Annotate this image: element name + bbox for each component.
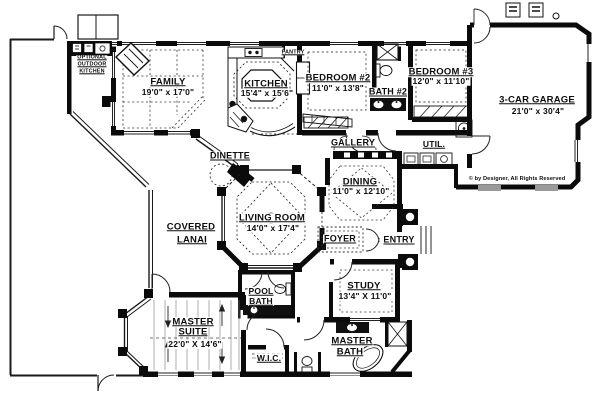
label-master-suite-dims: 22'0" X 14'6" [167, 338, 223, 349]
label-pool-bath-2: BATH [248, 295, 274, 306]
label-dinette: DINETTE [209, 150, 251, 161]
label-dining-dims: 11'0" x 12'10" [331, 185, 391, 196]
label-bedroom2: BEDROOM #2 [304, 72, 372, 84]
family-room-detail [114, 42, 206, 129]
shower-icon [387, 321, 408, 347]
label-gallery: GALLERY [329, 137, 377, 148]
ceiling-octagon [236, 181, 306, 255]
shower-icon [376, 43, 399, 61]
label-wic: W.I.C. [255, 352, 283, 363]
ceiling-grid [122, 49, 206, 129]
washer-icon [403, 152, 419, 166]
label-kitchen: KITCHEN [243, 78, 289, 90]
tub-platform [390, 348, 412, 374]
label-outdoor-kitchen-2: OUTDOOR [76, 61, 108, 68]
label-lanai-1: COVERED [165, 221, 217, 233]
column-icon [505, 2, 521, 18]
garage-walls [456, 22, 592, 190]
fireplace-icon [114, 42, 151, 76]
label-bedroom3: BEDROOM #3 [407, 66, 475, 78]
closet [303, 116, 349, 129]
gallery-detail [344, 152, 392, 158]
ceiling-octagon [328, 165, 395, 221]
label-master-bath-2: BATH [335, 346, 365, 358]
lanai-boundary [9, 14, 153, 392]
label-dining: DINING [341, 176, 379, 188]
label-pantry: PANTRY [280, 49, 306, 56]
column-icon [552, 12, 560, 20]
copyright-text: © by Designer, All Rights Reserved [468, 176, 566, 183]
label-pool-bath-1: POOL [247, 285, 275, 296]
column-icon [528, 2, 544, 18]
ceiling-arrows [164, 303, 226, 365]
pool-bath-detail [243, 282, 292, 315]
foyer-entry-detail [317, 209, 432, 270]
label-study: STUDY [346, 280, 382, 292]
vanity [370, 98, 406, 111]
label-family-dims: 19'0" x 17'0" [140, 86, 196, 97]
label-bath2: BATH #2 [367, 86, 409, 97]
label-master-suite-2: SUITE [177, 326, 209, 338]
bath2-detail [370, 43, 406, 111]
laundry-sink [435, 152, 453, 166]
table [209, 163, 233, 187]
bedroom3-detail [413, 49, 469, 118]
garage-door [478, 185, 501, 191]
garage-door [535, 185, 558, 191]
door-arcs [151, 8, 491, 348]
label-living-room: LIVING ROOM [237, 212, 307, 224]
util-detail [403, 119, 473, 166]
toilet-icon [374, 63, 393, 78]
vanity [243, 305, 291, 315]
master-suite-detail [118, 289, 241, 375]
label-garage: 3-CAR GARAGE [498, 94, 576, 106]
outdoor-kitchen-detail [70, 41, 112, 56]
study-detail [339, 269, 393, 313]
label-util: UTIL. [421, 138, 447, 149]
living-room-detail [217, 165, 326, 272]
master-bay-windows [123, 295, 152, 372]
label-family: FAMILY [149, 76, 187, 88]
ceiling-octagon [233, 61, 291, 109]
label-study-dims: 13'4" X 11'0" [337, 290, 393, 301]
column-icon [402, 209, 418, 270]
label-outdoor-kitchen-1: OPTIONAL [76, 54, 108, 61]
bar-counter [249, 126, 296, 137]
water-heater-icon [455, 119, 473, 138]
range-icon [244, 48, 263, 57]
dryer-icon [419, 152, 435, 166]
toilet-icon [274, 282, 292, 296]
label-garage-dims: 21'0" x 30'4" [510, 105, 566, 116]
dining-detail [328, 165, 395, 221]
label-master-suite-1: MASTER [171, 316, 215, 328]
entry-steps [420, 226, 432, 254]
label-kitchen-dims: 15'4" x 15'6" [239, 87, 295, 98]
label-bedroom2-dims: 11'0" x 13'8" [310, 82, 366, 93]
label-outdoor-kitchen-3: KITCHEN [78, 68, 106, 75]
pantry-door [280, 57, 295, 72]
sink-icon [240, 115, 248, 123]
label-bedroom3-dims: 12'0" x 11'10" [411, 75, 471, 86]
windows [100, 21, 593, 378]
vanity [336, 322, 369, 333]
label-foyer: FOYER [322, 233, 358, 244]
label-master-bath-1: MASTER [330, 335, 374, 347]
garage-detail [478, 2, 560, 191]
toilet-icon [301, 356, 313, 373]
label-living-room-dims: 14'0" x 17'4" [245, 222, 301, 233]
label-entry: ENTRY [382, 234, 416, 245]
label-lanai-2: LANAI [175, 234, 209, 246]
closet [413, 105, 469, 118]
